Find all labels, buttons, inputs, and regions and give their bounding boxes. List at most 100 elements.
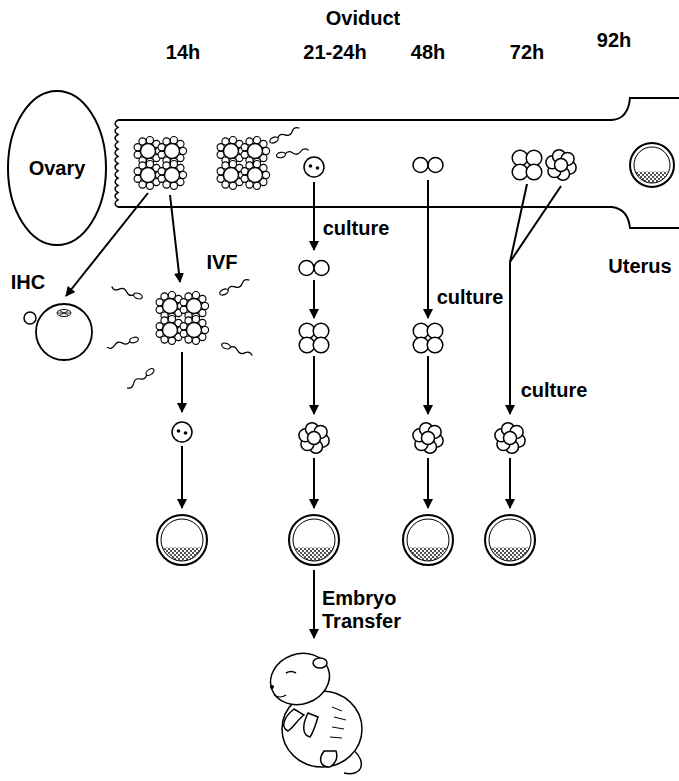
cell (163, 323, 178, 338)
cell (165, 144, 180, 159)
tube-wall (118, 98, 679, 120)
two-cell-embryo (413, 158, 443, 173)
blastocyst (289, 515, 339, 573)
sperm (276, 148, 309, 159)
cell (146, 161, 153, 168)
oviduct-tube: Oviduct (114, 92, 679, 234)
arrow-line (313, 182, 315, 250)
cell (179, 147, 186, 154)
region-heading: Oviduct (326, 7, 400, 30)
blastocyst (630, 143, 674, 194)
sperm-tail (106, 339, 130, 349)
sperm-head (221, 342, 231, 350)
arrow-line (509, 458, 511, 508)
cell (248, 168, 263, 183)
blastocoel-wall (293, 519, 335, 561)
cell (141, 168, 156, 183)
sperm (106, 336, 139, 349)
four-cell-embryo (299, 323, 329, 353)
sperm-head (269, 136, 279, 145)
newborn-pup (263, 645, 362, 773)
tube-wall (118, 207, 679, 228)
cell (253, 137, 260, 144)
cell (262, 171, 269, 178)
zygote (172, 422, 192, 442)
sperm-head (276, 152, 286, 159)
pronucleus (309, 164, 313, 168)
eight-cell-embryo (413, 423, 443, 454)
cell (170, 182, 177, 189)
cell (427, 337, 443, 353)
eight-cell-embryo (495, 423, 525, 454)
method-label: IVF (206, 251, 237, 274)
pup-forelimb (304, 713, 318, 737)
sperm (221, 342, 253, 358)
arrow-line (313, 570, 315, 638)
eight-cell-embryo (299, 423, 329, 454)
sperm (269, 126, 301, 144)
cell (504, 432, 517, 445)
cell (555, 159, 568, 172)
cell (201, 326, 208, 333)
sperm-tail (111, 285, 135, 297)
four-cell-embryo (512, 150, 542, 180)
fimbriae (115, 120, 118, 207)
time-label: 48h (411, 41, 445, 64)
spindle-fibres (58, 311, 70, 315)
time-label: 21-24h (303, 41, 366, 64)
pup-hindlimb (321, 751, 337, 767)
cell (141, 144, 156, 159)
ovary-outline (8, 91, 106, 245)
pronucleus (184, 431, 188, 435)
arrow-line (181, 446, 183, 508)
cell (187, 299, 202, 314)
zygote (304, 157, 324, 177)
method-label: IHC (11, 271, 45, 294)
organ-label: Uterus (608, 255, 671, 278)
pup-nose (270, 685, 274, 689)
pup-skin-folds (330, 707, 346, 738)
step-label: culture (437, 286, 504, 309)
cell (170, 137, 177, 144)
blastocyst (157, 515, 207, 573)
cell (299, 261, 314, 276)
sperm-head (145, 367, 155, 376)
arrow-line (170, 195, 180, 282)
pup-eye (286, 672, 296, 674)
cumulus-oocyte-complex (134, 137, 187, 190)
cumulus-oocyte-complex (217, 137, 270, 190)
arrow-line (181, 352, 183, 412)
pup-mouth (274, 695, 286, 697)
blastocyst (485, 515, 535, 573)
time-label: 14h (166, 41, 200, 64)
spindle (57, 310, 71, 317)
cell (304, 157, 324, 177)
cell (314, 261, 329, 276)
ovary-ellipse: Ovary (7, 90, 107, 246)
pup-forelimb (284, 709, 304, 731)
cell (248, 144, 263, 159)
sperm (126, 367, 156, 390)
sperm-head (129, 336, 139, 343)
cumulus-oocyte-complex (156, 292, 209, 345)
cell (168, 292, 175, 299)
cell (192, 316, 199, 323)
pup-head (263, 645, 336, 713)
cell (526, 164, 542, 180)
cell (170, 161, 177, 168)
oocyte-ihc (24, 304, 92, 360)
arrow-line (313, 280, 315, 318)
cell (229, 137, 236, 144)
cell (262, 147, 269, 154)
cell (187, 323, 202, 338)
arrow-line (313, 458, 315, 508)
step-label: culture (323, 217, 390, 240)
blastocyst (403, 515, 453, 573)
cell (172, 422, 192, 442)
cell (146, 137, 153, 144)
cell (413, 158, 428, 173)
pronucleus (316, 166, 320, 170)
blastocoel-wall (634, 147, 670, 183)
blastocoel-wall (161, 519, 203, 561)
node-outline (114, 92, 679, 234)
